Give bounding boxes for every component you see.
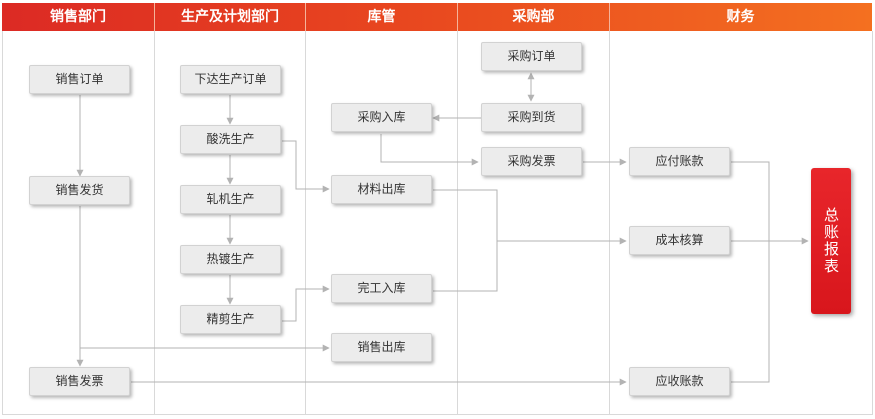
node-finished-in: 完工入库 (331, 274, 432, 303)
column-title-warehouse: 库管 (367, 9, 396, 25)
node-purchase-order: 采购订单 (481, 42, 582, 71)
column-title-finance: 财务 (726, 9, 755, 25)
column-title-sales: 销售部门 (50, 9, 106, 25)
column-divider (305, 31, 306, 415)
node-sales-invoice: 销售发票 (29, 367, 130, 396)
node-material-out: 材料出库 (331, 175, 432, 204)
node-rolling: 轧机生产 (180, 185, 281, 214)
edge-material-out-to-cost (433, 189, 498, 292)
node-purchase-in: 采购入库 (331, 103, 432, 132)
node-cost-accounting: 成本核算 (629, 226, 730, 255)
node-receivable: 应收账款 (629, 367, 730, 396)
column-divider (609, 31, 610, 415)
edge-purchase-in-to-invoice (380, 134, 479, 166)
node-sales-out: 销售出库 (331, 333, 432, 362)
edge-payable-to-report (731, 161, 770, 383)
header-divider (154, 3, 155, 31)
node-issue-production-order: 下达生产订单 (180, 65, 281, 94)
header-divider (305, 3, 306, 31)
edge-shearing-to-finished-in (282, 285, 330, 322)
node-pickling: 酸洗生产 (180, 125, 281, 154)
node-shearing: 精剪生产 (180, 305, 281, 334)
node-galvanizing: 热镀生产 (180, 245, 281, 274)
header-divider (457, 3, 458, 31)
column-divider (154, 31, 155, 415)
node-purchase-invoice: 采购发票 (481, 147, 582, 176)
diagram-frame (2, 31, 873, 415)
node-payable: 应付账款 (629, 147, 730, 176)
node-sales-ship: 销售发货 (29, 176, 130, 205)
node-purchase-arrival: 采购到货 (481, 103, 582, 132)
node-general-ledger-report: 总账报表 (811, 168, 851, 314)
header-divider (609, 3, 610, 31)
header-bar (2, 3, 872, 31)
edge-pickling-to-material-out (282, 140, 330, 193)
node-sales-order: 销售订单 (29, 65, 130, 94)
column-divider (457, 31, 458, 415)
column-title-purchasing: 采购部 (512, 9, 555, 25)
column-title-production: 生产及计划部门 (181, 9, 279, 25)
